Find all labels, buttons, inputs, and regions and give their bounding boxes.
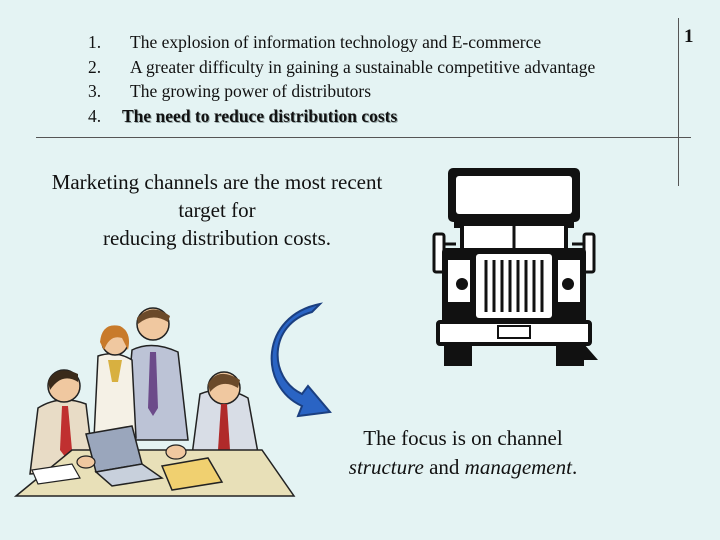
list-number: 1. — [88, 32, 102, 52]
callout-suffix: . — [571, 455, 578, 479]
callout-line: structure and management. — [318, 453, 608, 482]
callout-connector: and — [423, 455, 465, 479]
curved-arrow-icon — [270, 302, 332, 418]
list-text: The need to reduce distribution costs — [122, 105, 398, 126]
callout-line: Marketing channels are the most recent — [51, 170, 383, 194]
horizontal-divider — [36, 137, 691, 138]
truck-illustration — [432, 168, 598, 366]
list-text: A greater difficulty in gaining a sustai… — [130, 56, 596, 77]
list-item-highlighted: 4. The need to reduce distribution costs — [88, 104, 595, 129]
list-item: 1. The explosion of information technolog… — [88, 30, 595, 55]
business-team-illustration — [13, 307, 296, 497]
vertical-divider — [678, 18, 679, 186]
callout-line: target for — [178, 198, 256, 222]
emphasis-structure: structure — [348, 455, 424, 479]
reasons-list: 1. The explosion of information technolog… — [88, 30, 595, 128]
callout-line: reducing distribution costs. — [102, 226, 332, 250]
list-number: 3. — [88, 81, 102, 101]
list-number: 2. — [88, 56, 102, 77]
marketing-channels-callout: Marketing channels are the most recent t… — [24, 168, 410, 252]
list-number: 4. — [88, 105, 102, 126]
callout-line: The focus is on channel — [363, 426, 563, 450]
list-item: 3. The growing power of distributors — [88, 79, 595, 104]
channel-focus-callout: The focus is on channel structure and ma… — [318, 424, 608, 482]
list-item: 2. A greater difficulty in gaining a sust… — [88, 55, 595, 80]
list-text: The explosion of information technology … — [130, 32, 542, 52]
emphasis-management: management — [464, 455, 572, 479]
slide-number: 1 — [684, 26, 694, 47]
list-text: The growing power of distributors — [130, 81, 372, 101]
